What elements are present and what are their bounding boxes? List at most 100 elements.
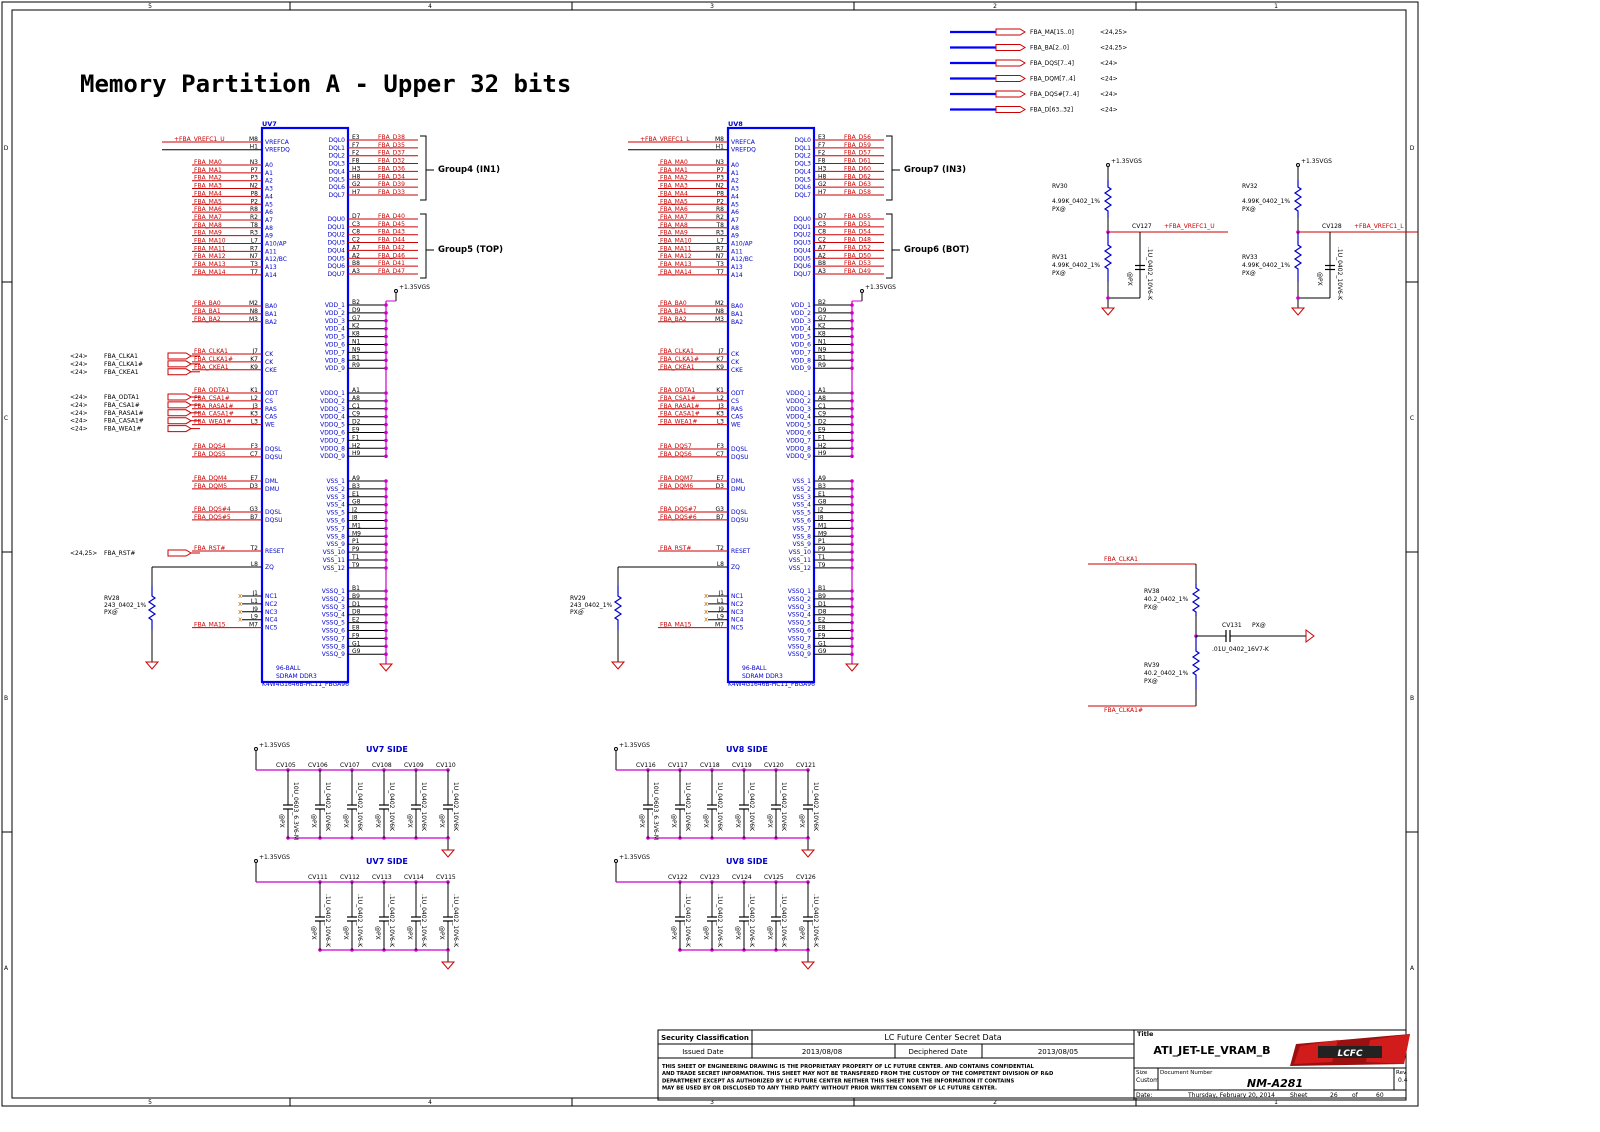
ball-label: F1 xyxy=(352,434,359,441)
ball-label: M9 xyxy=(818,530,827,537)
rev-label: Rev xyxy=(1396,1070,1407,1076)
net-label: FBA_CLKA1# xyxy=(1104,707,1143,714)
chip-type: SDRAM DDR3 xyxy=(276,673,317,680)
pin-label: VSS_12 xyxy=(323,565,346,572)
capacitor-ref: CV105 xyxy=(276,762,296,769)
pin-label: A4 xyxy=(265,193,273,200)
ball-label: L8 xyxy=(251,561,258,568)
pin-label: CKE xyxy=(265,367,277,374)
border-col-label: 1 xyxy=(1274,1099,1278,1106)
pin-label: A4 xyxy=(731,193,739,200)
pin-label: VDDQ_3 xyxy=(320,406,345,413)
pin-label: VDD_3 xyxy=(791,318,811,325)
pin-label: DQSL xyxy=(265,446,282,453)
capacitor-value: 10U_0603_6.3V6-M xyxy=(652,782,659,840)
bus-port xyxy=(995,90,1026,98)
net-label: FBA_D53 xyxy=(844,260,871,267)
capacitor-ref: CV118 xyxy=(700,762,720,769)
ball-label: T1 xyxy=(351,554,360,561)
ball-label: P3 xyxy=(717,175,725,182)
net-label: FBA_MA2 xyxy=(194,175,222,182)
pin-label: VSS_4 xyxy=(792,502,811,509)
chip-part-number: K4W4G1646B-HC11_FBGA96 xyxy=(262,681,349,688)
pin-label: VSS_3 xyxy=(326,494,345,501)
net-label: FBA_MA8 xyxy=(660,222,688,229)
pin-label: CS xyxy=(265,398,273,405)
ball-label: T8 xyxy=(716,222,725,229)
pin-label: VSS_6 xyxy=(792,518,811,525)
ball-label: H2 xyxy=(818,442,827,449)
chip-package: 96-BALL xyxy=(742,665,767,672)
net-label: FBA_MA14 xyxy=(194,269,226,276)
no-connect-mark: x xyxy=(704,592,708,600)
pin-label: NC3 xyxy=(265,609,278,616)
pin-label: VDDQ_5 xyxy=(786,422,811,429)
capacitor-option: @PX xyxy=(702,926,709,940)
net-label: FBA_MA15 xyxy=(660,622,692,629)
no-connect-mark: x xyxy=(238,600,242,608)
ball-label: G8 xyxy=(352,499,361,506)
resistor-ref: RV39 xyxy=(1144,662,1160,669)
no-connect-mark: x xyxy=(238,608,242,616)
group-label: Group4 (IN1) xyxy=(438,165,500,175)
pin-label: VSSQ_1 xyxy=(322,588,345,595)
net-label: FBA_D56 xyxy=(844,134,871,141)
capacitor-value: 1U_0402_10V6K xyxy=(780,782,787,832)
capacitor-ref: CV110 xyxy=(436,762,456,769)
net-label: FBA_D57 xyxy=(844,150,871,157)
pin-label: NC4 xyxy=(265,617,278,624)
net-label: FBA_D36 xyxy=(378,165,405,172)
pin-label: VSSQ_2 xyxy=(788,596,811,603)
ball-label: J1 xyxy=(251,590,258,597)
ball-label: A7 xyxy=(352,244,360,251)
pin-label: VSSQ_1 xyxy=(788,588,811,595)
power-port xyxy=(394,289,398,293)
pin-label: VDD_4 xyxy=(791,326,811,333)
pin-label: DQU5 xyxy=(793,255,811,262)
pin-label: DQU4 xyxy=(793,247,811,254)
sheet-border xyxy=(1,1,1419,1107)
capacitor-option: PX@ xyxy=(1252,622,1266,629)
capacitor-option: @PX xyxy=(406,926,413,940)
power-label: +1.35VGS xyxy=(259,854,290,861)
pin-label: BA1 xyxy=(265,311,277,318)
pin-label: BA2 xyxy=(265,319,277,326)
pin-label: CK xyxy=(731,359,740,366)
net-label: FBA_DQM6 xyxy=(660,483,693,490)
pin-label: VDD_9 xyxy=(325,365,345,372)
ball-label: K1 xyxy=(250,387,258,394)
capacitor-ref: CV117 xyxy=(668,762,688,769)
ball-label: B2 xyxy=(818,299,826,306)
sheet-number: 26 xyxy=(1330,1092,1338,1099)
pin-label: RESET xyxy=(265,548,285,555)
capacitor-option: @PX xyxy=(342,926,349,940)
pin-label: A11 xyxy=(731,248,743,255)
pin-label: A14 xyxy=(265,272,277,279)
title-label: Title xyxy=(1137,1030,1154,1038)
ball-label: G9 xyxy=(352,648,361,655)
port-net-label: FBA_CLKA1 xyxy=(104,353,138,360)
net-label: FBA_RST# xyxy=(660,545,691,552)
pin-label: DMU xyxy=(731,486,745,493)
pin-label: DMU xyxy=(265,486,279,493)
junction-dot xyxy=(1106,296,1110,300)
resistor xyxy=(1103,180,1113,218)
bus-net-label: FBA_BA[2..0] xyxy=(1030,45,1069,52)
ball-label: G1 xyxy=(352,640,361,647)
ball-label: E8 xyxy=(818,625,826,632)
net-label: FBA_D62 xyxy=(844,173,871,180)
pin-label: A8 xyxy=(731,225,739,232)
ball-label: F3 xyxy=(717,443,724,450)
ball-label: N3 xyxy=(716,159,724,166)
pin-label: DML xyxy=(265,478,279,485)
pin-label: VDDQ_8 xyxy=(786,445,811,452)
power-port xyxy=(860,289,864,293)
net-label: FBA_MA3 xyxy=(194,183,222,190)
pin-label: DQU2 xyxy=(793,232,811,239)
power-label: +1.35VGS xyxy=(619,854,650,861)
pin-label: DQSU xyxy=(265,454,283,461)
ball-label: F2 xyxy=(818,150,825,157)
pin-label: RESET xyxy=(731,548,751,555)
pin-label: VDDQ_6 xyxy=(786,430,811,437)
port-net-label: FBA_CASA1# xyxy=(104,418,144,425)
